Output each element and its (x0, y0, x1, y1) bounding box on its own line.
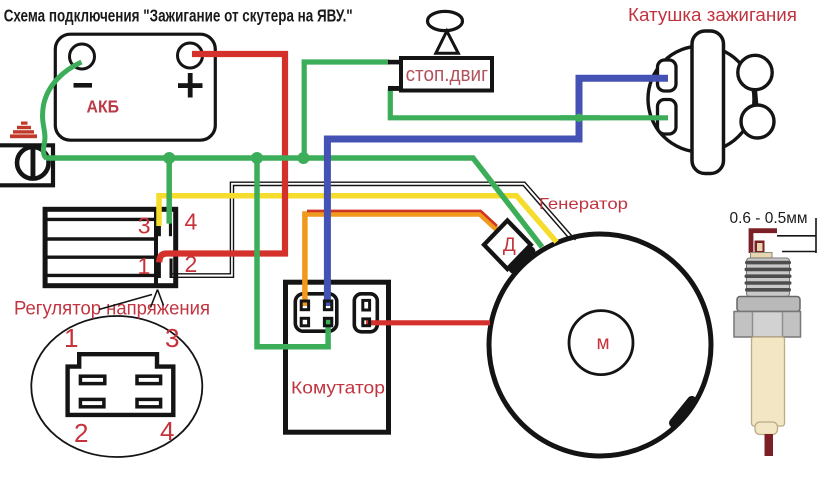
svg-text:Катушка зажигания: Катушка зажигания (628, 5, 797, 25)
svg-text:4: 4 (185, 209, 198, 235)
svg-text:0.6 - 0.5мм: 0.6 - 0.5мм (730, 210, 808, 227)
svg-text:1: 1 (138, 253, 151, 279)
svg-text:1: 1 (64, 323, 78, 353)
svg-text:Д: Д (503, 235, 516, 256)
svg-text:стоп.двиг: стоп.двиг (406, 64, 488, 86)
svg-text:м: м (596, 333, 609, 354)
svg-text:Схема подключения "Зажигание о: Схема подключения "Зажигание от скутера … (4, 6, 353, 26)
svg-text:Генератор: Генератор (539, 196, 628, 213)
svg-text:2: 2 (185, 251, 198, 277)
svg-text:3: 3 (138, 213, 151, 239)
svg-text:Комутатор: Комутатор (291, 378, 385, 398)
svg-text:3: 3 (165, 323, 179, 353)
svg-text:Регулятор напряжения: Регулятор напряжения (14, 299, 210, 320)
svg-text:2: 2 (74, 418, 88, 448)
svg-text:АКБ: АКБ (87, 97, 120, 117)
svg-text:4: 4 (160, 416, 174, 446)
